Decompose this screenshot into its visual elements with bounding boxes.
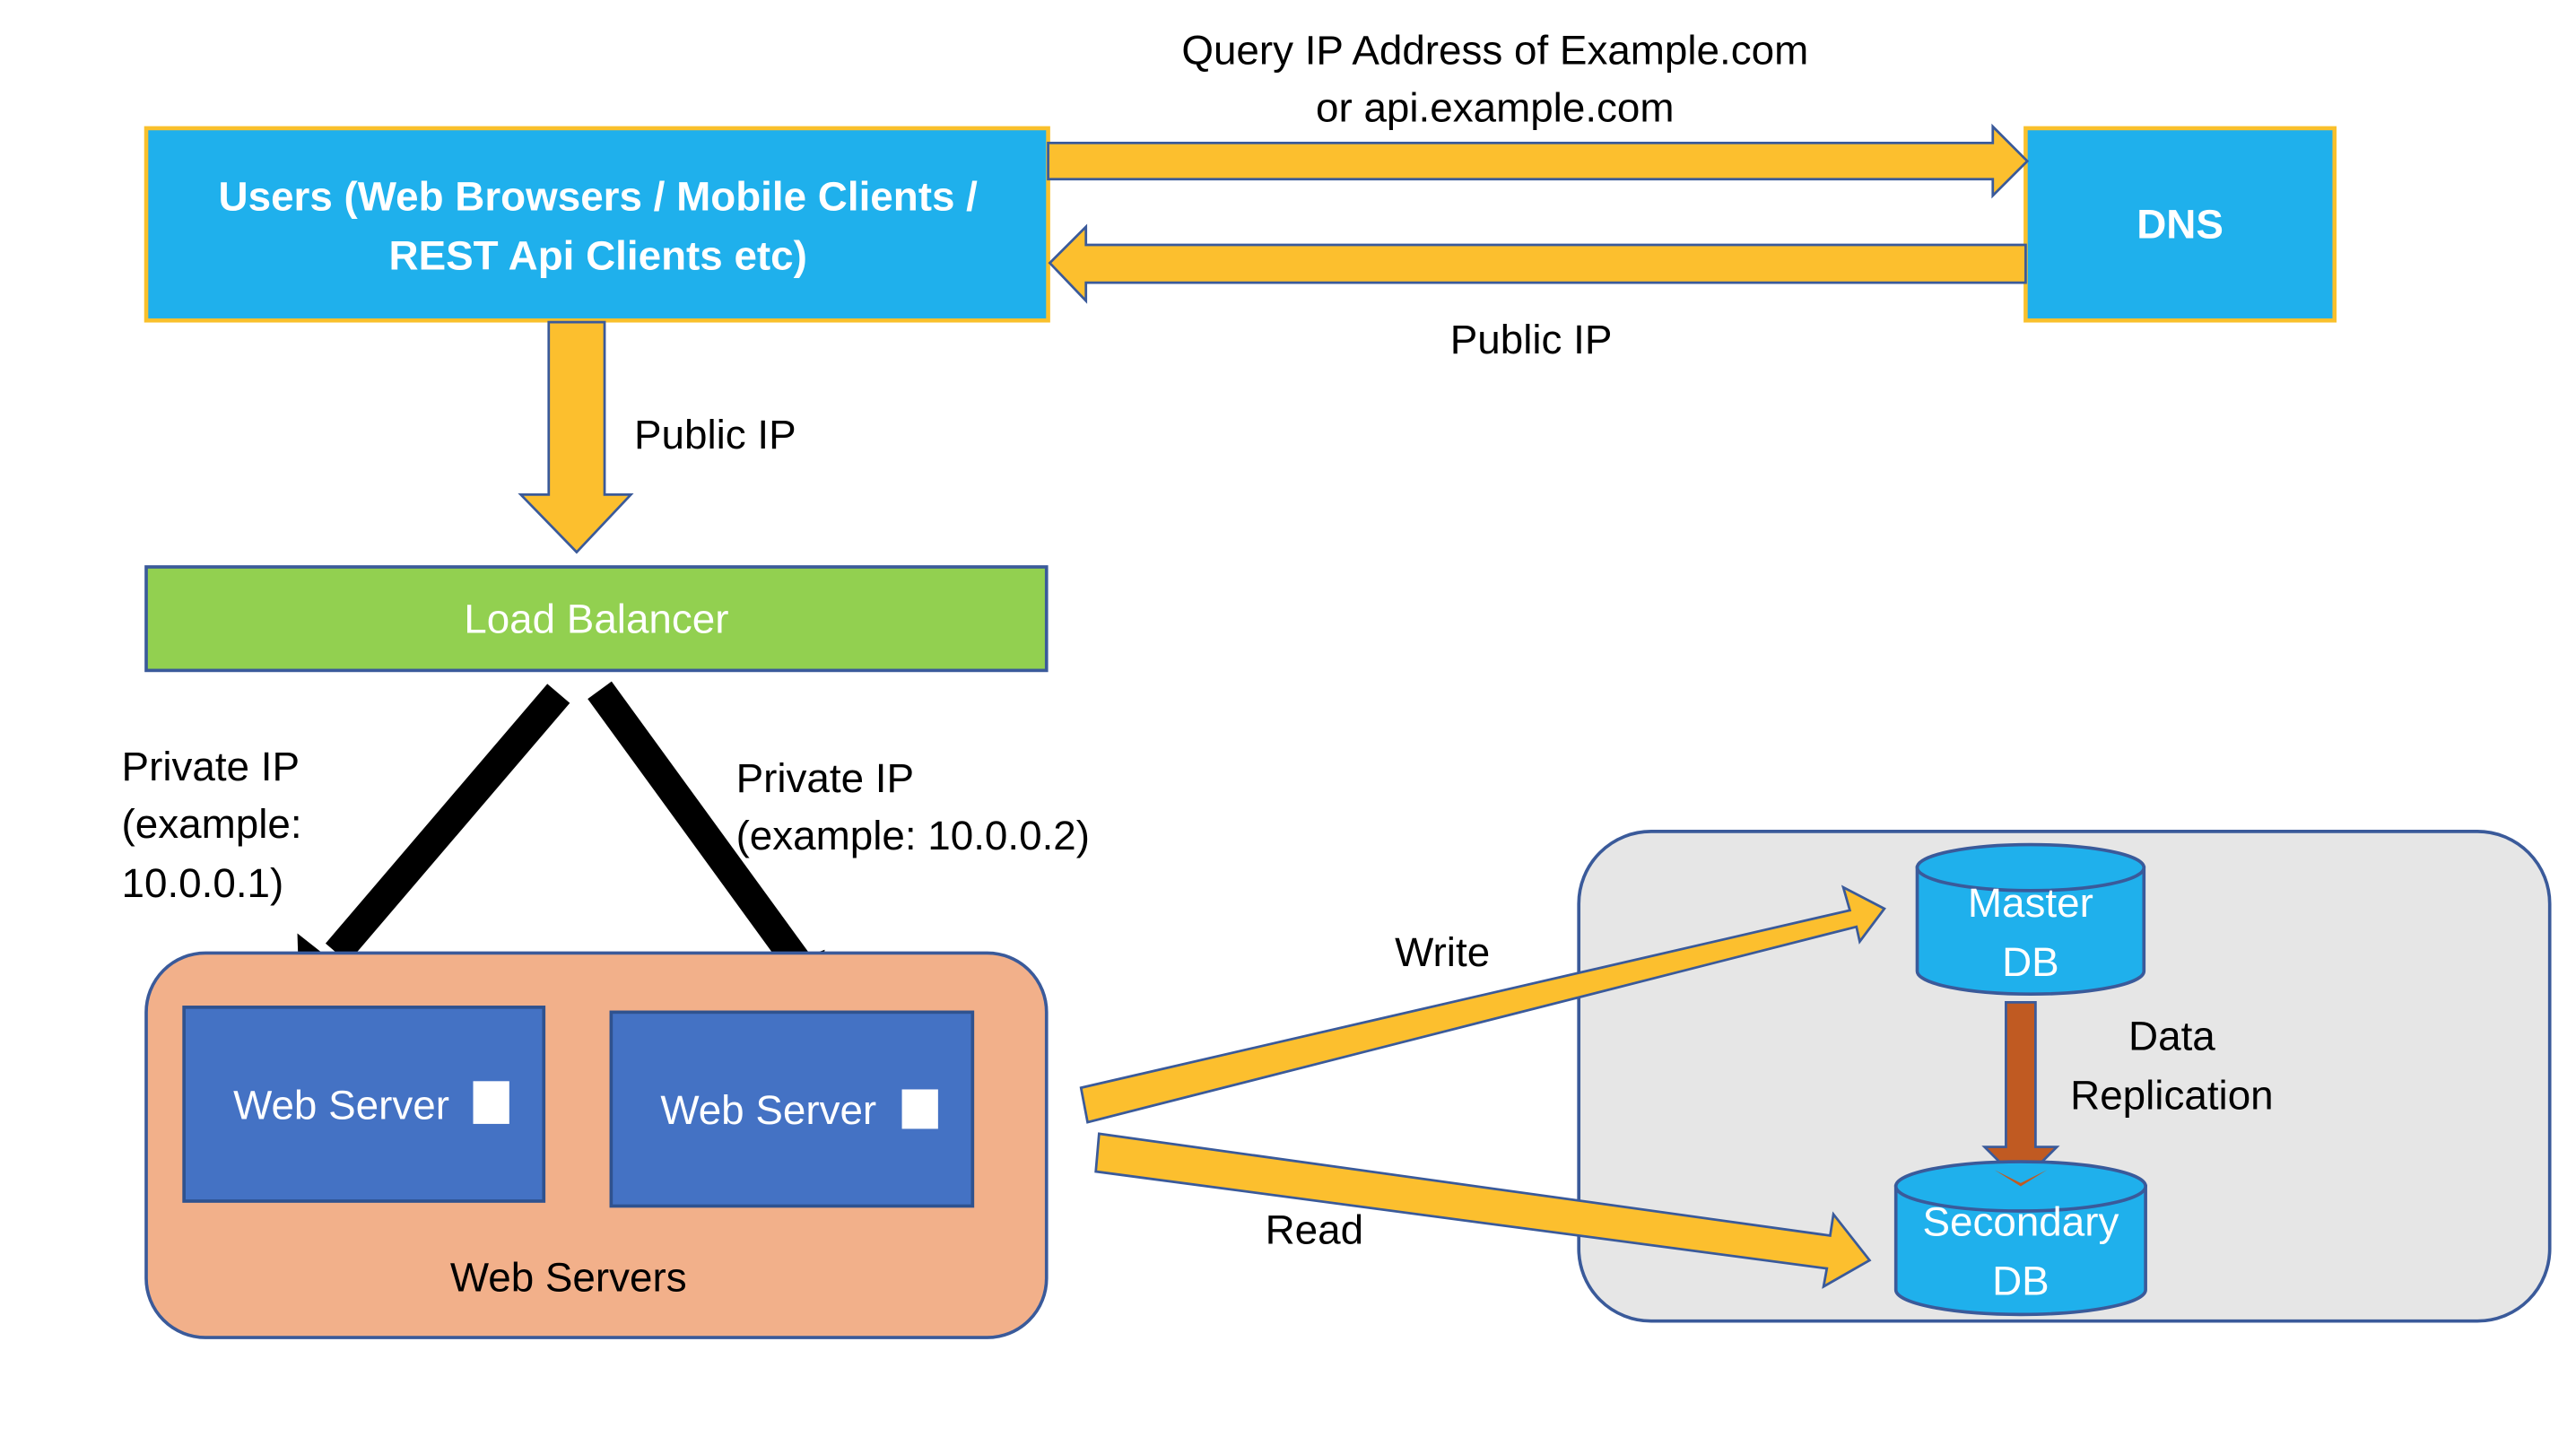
- web-server-2-node: Web Server: [609, 1010, 975, 1208]
- master-db-node: Master DB: [1915, 842, 2146, 997]
- read-label: Read: [1266, 1207, 1363, 1253]
- secondary-db-node: Secondary DB: [1893, 1160, 2147, 1317]
- dns-response-arrow: [1048, 223, 2027, 304]
- dns-node: DNS: [2023, 126, 2337, 323]
- web-server-1-node: Web Server: [182, 1006, 546, 1203]
- lb-to-ws1-label-line1: Private IP: [122, 744, 300, 789]
- read-arrow: [1094, 1132, 1872, 1289]
- database-group: [1577, 830, 2552, 1323]
- write-arrow: [1079, 884, 1886, 1124]
- users-to-lb-label: Public IP: [634, 412, 796, 457]
- write-label: Write: [1395, 929, 1490, 975]
- lb-to-ws1-label-line3: 10.0.0.1): [122, 860, 284, 906]
- secondary-db-label-line2: DB: [1992, 1258, 2049, 1303]
- users-to-lb-arrow: [518, 320, 634, 554]
- web-servers-group-label: Web Servers: [450, 1255, 687, 1301]
- query-dns-label-line1: Query IP Address of Example.com: [1181, 28, 1808, 74]
- lb-to-ws2-label-line1: Private IP: [736, 755, 914, 801]
- master-db-label-line1: Master: [1968, 880, 2093, 926]
- dns-label: DNS: [2137, 202, 2224, 248]
- load-balancer-node: Load Balancer: [144, 565, 1049, 673]
- users-label-line2: REST Api Clients etc): [389, 232, 807, 278]
- lb-to-ws1-arrow: [297, 684, 570, 987]
- users-label-line1: Users (Web Browsers / Mobile Clients /: [219, 174, 979, 220]
- query-dns-arrow: [1047, 123, 2030, 199]
- users-node: Users (Web Browsers / Mobile Clients / R…: [144, 126, 1050, 323]
- load-balancer-label: Load Balancer: [464, 596, 728, 641]
- web-server-2-label: Web Server: [660, 1087, 876, 1133]
- web-server-1-badge: [473, 1081, 509, 1124]
- dns-response-label: Public IP: [1450, 317, 1613, 362]
- lb-to-ws2-label-line2: (example: 10.0.0.2): [736, 813, 1090, 858]
- web-server-2-badge: [901, 1089, 938, 1129]
- web-server-1-label: Web Server: [233, 1082, 449, 1128]
- master-db-label-line2: DB: [2002, 939, 2059, 985]
- secondary-db-label-line1: Secondary: [1922, 1198, 2119, 1244]
- replication-label-line2: Replication: [2070, 1072, 2274, 1118]
- lb-to-ws1-label-line2: (example:: [122, 801, 302, 847]
- query-dns-label-line2: or api.example.com: [1316, 85, 1675, 131]
- replication-label-line1: Data: [2128, 1013, 2215, 1058]
